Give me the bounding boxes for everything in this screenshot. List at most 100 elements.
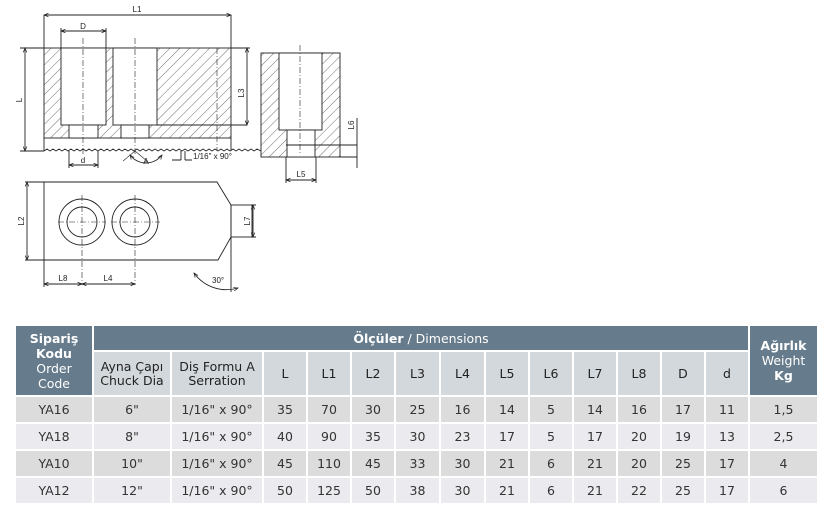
label-d: d — [81, 156, 85, 165]
label-L: L — [15, 97, 24, 102]
dimension-cell: 17 — [486, 424, 528, 449]
col-header: L5 — [486, 352, 528, 395]
dimension-cell: 50 — [264, 478, 306, 503]
side-section-view — [260, 45, 358, 183]
col-header: D — [662, 352, 704, 395]
chuck-dia-cell: 12" — [94, 478, 170, 503]
order-code-cell: YA18 — [16, 424, 92, 449]
weight-header-tr: Ağırlık — [760, 338, 807, 353]
dimension-cell: 21 — [486, 478, 528, 503]
dimensions-header-en: Dimensions — [415, 330, 489, 346]
serration-cell: 1/16" x 90° — [172, 451, 262, 476]
serration-cell: 1/16" x 90° — [172, 424, 262, 449]
label-L7: L7 — [243, 216, 252, 225]
dimension-cell: 90 — [308, 424, 350, 449]
dimension-cell: 6 — [530, 478, 572, 503]
dimension-cell: 35 — [264, 397, 306, 422]
label-L1: L1 — [133, 5, 142, 14]
dimension-cell: 21 — [574, 451, 616, 476]
col-header: L — [264, 352, 306, 395]
header-en: Chuck Dia — [100, 372, 164, 388]
serration-cell: 1/16" x 90° — [172, 397, 262, 422]
dimensions-header-tr: Ölçüler — [353, 330, 404, 346]
dimension-cell: 16 — [441, 397, 484, 422]
chuck-dia-cell: 6" — [94, 397, 170, 422]
dimension-cell: 25 — [396, 397, 439, 422]
label-L3: L3 — [237, 88, 246, 97]
dimension-cell: 5 — [530, 424, 572, 449]
header-tr: Ayna Çapı — [100, 358, 164, 374]
label-D: D — [80, 22, 86, 31]
dimension-cell: 17 — [706, 451, 748, 476]
weight-header-unit: Kg — [774, 368, 793, 383]
dimension-cell: 17 — [574, 424, 616, 449]
dimension-cell: 30 — [396, 424, 439, 449]
dimension-cell: 125 — [308, 478, 350, 503]
weight-cell: 4 — [750, 451, 817, 476]
col-header: L7 — [574, 352, 616, 395]
serration-cell: 1/16" x 90° — [172, 478, 262, 503]
order-code-cell: YA12 — [16, 478, 92, 503]
dimension-cell: 30 — [441, 451, 484, 476]
dimension-cell: 20 — [618, 451, 660, 476]
col-header: L8 — [618, 352, 660, 395]
label-L5: L5 — [297, 170, 306, 179]
dimension-cell: 20 — [618, 424, 660, 449]
label-angle: 30° — [212, 276, 224, 285]
header-en-2: Code — [37, 375, 70, 391]
header-tr-1: Sipariş — [29, 330, 79, 346]
dimension-cell: 21 — [574, 478, 616, 503]
dimensions-header-sep: / — [403, 330, 416, 346]
dimension-cell: 40 — [264, 424, 306, 449]
dimension-cell: 25 — [662, 478, 704, 503]
chuck-dia-cell: 8" — [94, 424, 170, 449]
weight-cell: 1,5 — [750, 397, 817, 422]
weight-cell: 6 — [750, 478, 817, 503]
label-L8: L8 — [59, 274, 68, 283]
weight-cell: 2,5 — [750, 424, 817, 449]
label-L6: L6 — [347, 120, 356, 129]
dimensions-table: Sipariş Kodu Order Code Ölçüler / Dimens… — [14, 324, 819, 505]
dimension-cell: 6 — [530, 451, 572, 476]
top-view — [25, 182, 256, 292]
dimension-cell: 17 — [706, 478, 748, 503]
label-A: A — [143, 157, 149, 166]
label-L4: L4 — [104, 274, 113, 283]
dimension-cell: 45 — [264, 451, 306, 476]
dimension-cell: 16 — [618, 397, 660, 422]
label-serration: 1/16" x 90° — [193, 152, 232, 161]
header-en: Serration — [188, 372, 246, 388]
order-code-cell: YA10 — [16, 451, 92, 476]
order-code-header: Sipariş Kodu Order Code — [16, 326, 92, 395]
dimension-cell: 19 — [662, 424, 704, 449]
header-tr-2: Kodu — [36, 345, 72, 361]
col-header: L1 — [308, 352, 350, 395]
weight-header-en: Weight — [761, 353, 806, 368]
dimension-cell: 30 — [352, 397, 394, 422]
col-header: L6 — [530, 352, 572, 395]
dimension-cell: 45 — [352, 451, 394, 476]
dimensions-header: Ölçüler / Dimensions — [94, 326, 748, 350]
dimension-cell: 23 — [441, 424, 484, 449]
dimension-cell: 38 — [396, 478, 439, 503]
dimension-cell: 30 — [441, 478, 484, 503]
dimension-cell: 14 — [486, 397, 528, 422]
front-section-view — [20, 15, 262, 168]
dimension-cell: 110 — [308, 451, 350, 476]
dimension-cell: 22 — [618, 478, 660, 503]
dimension-cell: 11 — [706, 397, 748, 422]
header-tr: Diş Formu A — [179, 358, 255, 374]
dimension-cell: 17 — [662, 397, 704, 422]
label-L2: L2 — [17, 216, 26, 225]
dimension-cell: 50 — [352, 478, 394, 503]
col-header: L3 — [396, 352, 439, 395]
chuck-dia-cell: 10" — [94, 451, 170, 476]
weight-header: Ağırlık Weight Kg — [750, 326, 817, 395]
col-header: L4 — [441, 352, 484, 395]
